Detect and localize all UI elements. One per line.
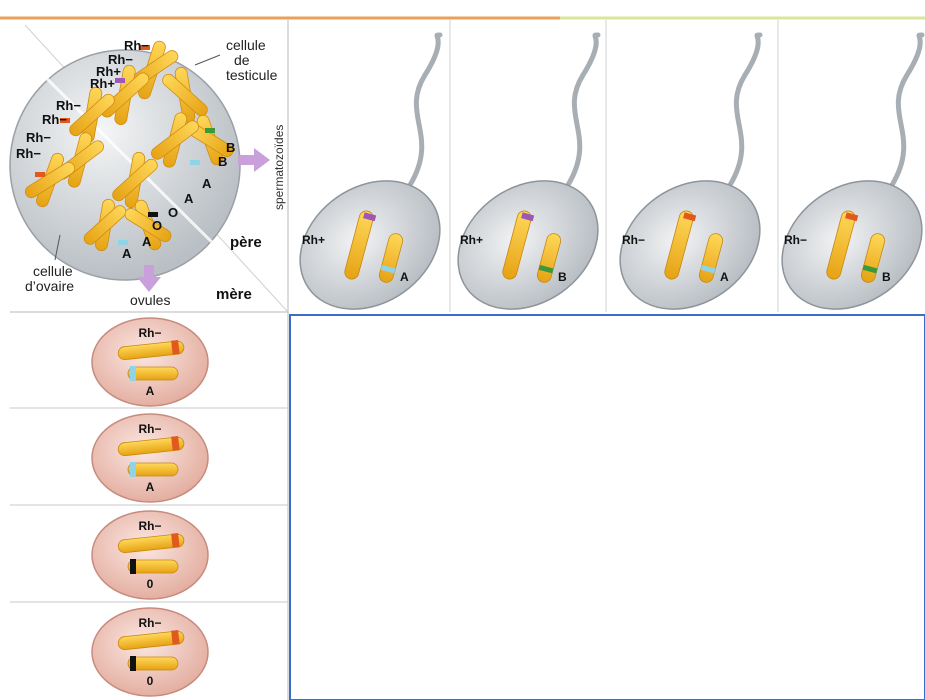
father-label: père [230,234,262,251]
sperm-rh-label: Rh− [622,233,645,247]
ovary-tag-8: A [122,246,131,261]
ovary-cell-label: cellule d’ovaire [25,264,74,294]
ovule-rh-label: Rh− [130,519,170,533]
testis-cell-label: cellule de testicule [226,38,277,83]
sperm-vertical-label: spermatozoïdes [272,125,286,210]
testis-label-line1: cellule [226,38,277,53]
ovule-blood-label: A [140,480,160,494]
ovary-label-line1: cellule [25,264,74,279]
ovule-rh-label: Rh− [130,326,170,340]
ovules-label: ovules [130,293,170,308]
testis-label-line3: testicule [226,68,277,83]
rh-band [171,533,179,548]
testis-tag-6: B [218,154,227,169]
rh-band [171,630,179,645]
testis-tag-5: B [226,140,235,155]
ovary-label-line2: d’ovaire [25,279,74,294]
mother-label: mère [216,286,252,303]
sperm-cell [433,35,622,336]
ovary-tag-7: A [142,234,151,249]
sperm-tail [410,35,440,185]
answer-grid [290,315,925,700]
sperm-cell [595,35,784,336]
testis-label-line2: de [226,53,277,68]
sperm-cell [757,35,925,336]
sperm-rh-label: Rh+ [302,233,325,247]
ovary-tag-2: Rh− [42,112,67,127]
ovule-rh-label: Rh− [130,422,170,436]
sperm-cell [275,35,464,336]
testis-tag-1: Rh− [124,38,149,53]
sperm-tail [730,35,760,185]
blood-band [130,462,136,477]
testis-tag-8: A [184,191,193,206]
rh-band [171,340,179,355]
ovule-blood-label: 0 [140,577,160,591]
blood-band [130,656,136,671]
ovary-tag-4: Rh− [16,146,41,161]
sperm-tail [892,35,922,185]
blood-band [130,559,136,574]
ovary-tag-1: Rh− [56,98,81,113]
ovule-blood-label: A [140,384,160,398]
sperm-blood-label: B [558,270,567,284]
sperm-rh-label: Rh− [784,233,807,247]
sperm-tail [568,35,598,185]
ovary-tag-3: Rh− [26,130,51,145]
ovary-tag-5: O [168,205,178,220]
ovary-tag-6: O [152,218,162,233]
rh-band [171,436,179,451]
blood-band [130,366,136,381]
testis-tag-7: A [202,176,211,191]
sperm-layer [275,35,925,336]
sperm-blood-label: B [882,270,891,284]
testis-tag-4: Rh+ [90,76,115,91]
sperm-rh-label: Rh+ [460,233,483,247]
sperm-blood-label: A [400,270,409,284]
sperm-blood-label: A [720,270,729,284]
ovule-blood-label: 0 [140,674,160,688]
ovule-rh-label: Rh− [130,616,170,630]
